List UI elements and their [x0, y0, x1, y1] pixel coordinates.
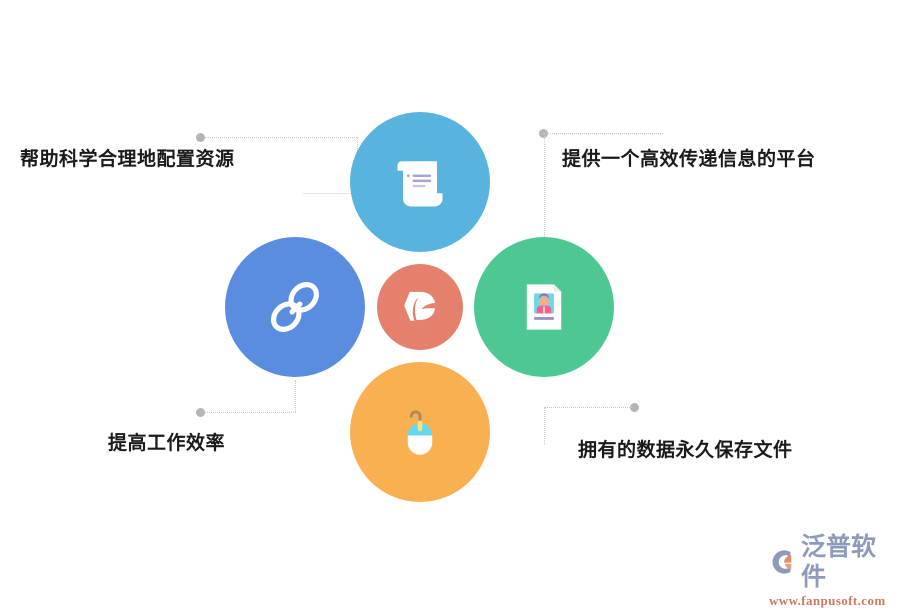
connector-segment-bottom-right-vertical: [544, 407, 545, 445]
node-circle-right[interactable]: [474, 237, 614, 377]
chain-link-icon: [270, 282, 320, 332]
node-circle-left[interactable]: [225, 237, 365, 377]
connector-segment-top-left-horizontal: [205, 137, 357, 138]
connector-segment-bottom-left-vertical: [295, 380, 296, 412]
computer-mouse-icon: [407, 410, 433, 455]
connector-segment-top-right-vertical: [544, 133, 545, 255]
label-bottom-right: 拥有的数据永久保存文件: [578, 440, 793, 461]
logo-url-text: www.fanpusoft.com: [769, 593, 886, 608]
fanpu-c-mark-icon: [772, 550, 792, 574]
label-top-right: 提供一个高效传递信息的平台: [562, 149, 816, 170]
connector-segment-top-left-stub: [303, 193, 363, 194]
scroll-document-icon: [397, 161, 443, 207]
fanpusoft-watermark: 泛普软件 www.fanpusoft.com: [768, 532, 890, 608]
connector-segment-top-right-horizontal: [543, 133, 663, 134]
label-bottom-left: 提高工作效率: [108, 433, 226, 454]
leaf-logo-icon: [404, 291, 436, 321]
node-circle-center[interactable]: [377, 264, 463, 350]
connector-segment-bottom-right-horizontal: [544, 407, 632, 408]
node-circle-bottom[interactable]: [350, 362, 490, 502]
node-circle-top[interactable]: [350, 112, 490, 252]
logo-brand-text: 泛普软件: [801, 533, 877, 591]
id-card-document-icon: [526, 284, 562, 330]
connector-dot-bottom-left: [196, 408, 205, 417]
connector-segment-bottom-left-horizontal: [205, 412, 296, 413]
label-top-left: 帮助科学合理地配置资源: [20, 149, 235, 170]
connector-dot-top-left: [196, 133, 205, 142]
connector-dot-bottom-right: [630, 403, 639, 412]
logo-row: 泛普软件: [768, 532, 890, 592]
